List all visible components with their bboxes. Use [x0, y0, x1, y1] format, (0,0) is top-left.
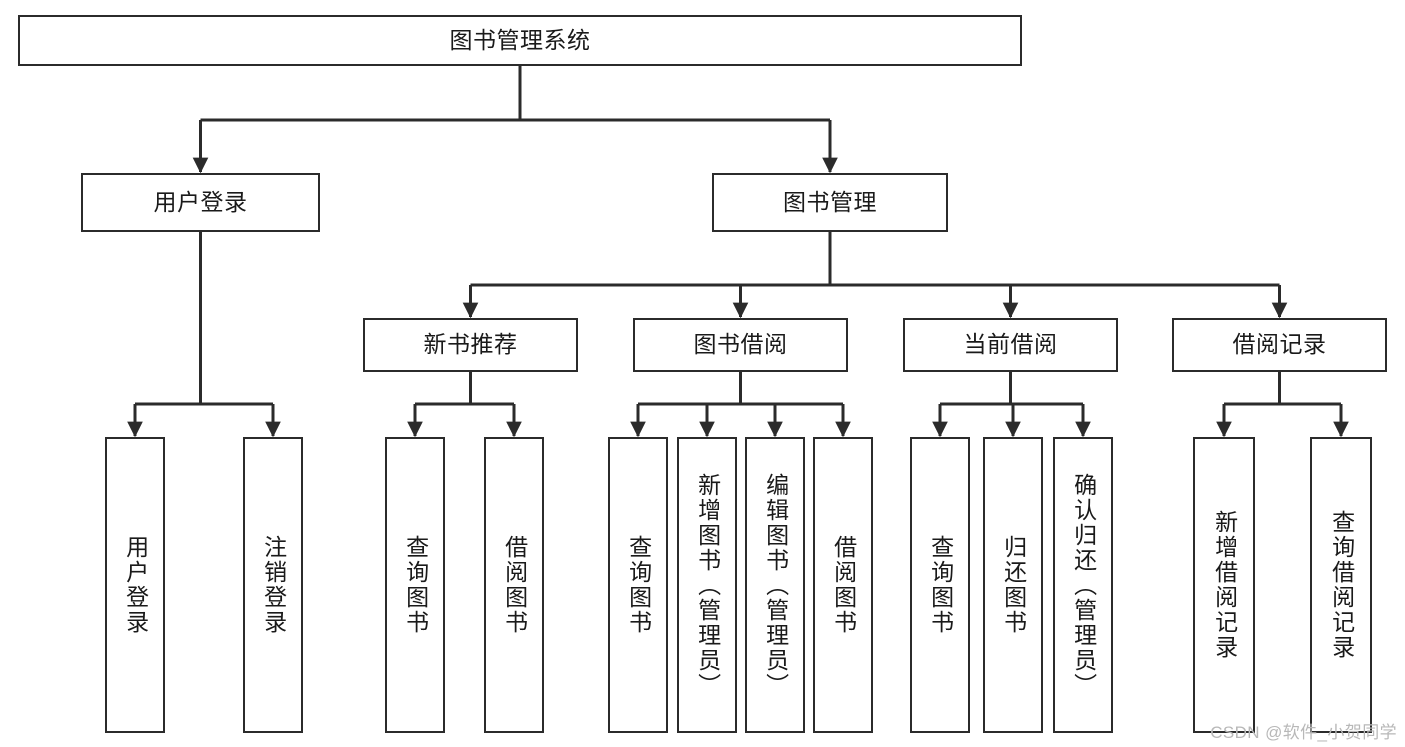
node-root[interactable]: 图书管理系统: [18, 15, 1022, 66]
node-leaf-query-book-recommend[interactable]: 查询图书: [385, 437, 445, 733]
node-leaf-confirm-return-label: 确认归还（管理员）: [1070, 472, 1097, 698]
node-leaf-edit-book[interactable]: 编辑图书（管理员）: [745, 437, 805, 733]
node-leaf-return-book[interactable]: 归还图书: [983, 437, 1043, 733]
node-root-label: 图书管理系统: [449, 26, 591, 53]
node-user-login-label: 用户登录: [153, 188, 248, 215]
node-leaf-add-book[interactable]: 新增图书（管理员）: [677, 437, 737, 733]
node-borrow-record-label: 借阅记录: [1232, 331, 1327, 358]
node-leaf-user-logout-label: 注销登录: [260, 535, 287, 635]
node-book-borrow[interactable]: 图书借阅: [633, 318, 848, 372]
node-current-borrow[interactable]: 当前借阅: [903, 318, 1118, 372]
node-leaf-confirm-return[interactable]: 确认归还（管理员）: [1053, 437, 1113, 733]
node-leaf-query-book-current-label: 查询图书: [927, 535, 954, 635]
node-book-management[interactable]: 图书管理: [712, 173, 948, 232]
node-leaf-query-book-borrow-label: 查询图书: [625, 535, 652, 635]
node-book-borrow-label: 图书借阅: [693, 331, 788, 358]
node-leaf-borrow-book-label: 借阅图书: [830, 535, 857, 635]
node-leaf-edit-book-label: 编辑图书（管理员）: [762, 472, 789, 698]
node-leaf-add-book-label: 新增图书（管理员）: [694, 472, 721, 698]
node-new-book-recommend[interactable]: 新书推荐: [363, 318, 578, 372]
node-leaf-return-book-label: 归还图书: [1000, 535, 1027, 635]
node-leaf-borrow-book-recommend[interactable]: 借阅图书: [484, 437, 544, 733]
node-leaf-add-borrow-record[interactable]: 新增借阅记录: [1193, 437, 1255, 733]
node-user-login[interactable]: 用户登录: [81, 173, 320, 232]
node-leaf-add-borrow-record-label: 新增借阅记录: [1211, 510, 1238, 660]
node-leaf-query-book-current[interactable]: 查询图书: [910, 437, 970, 733]
node-book-management-label: 图书管理: [783, 188, 877, 215]
node-leaf-user-logout[interactable]: 注销登录: [243, 437, 303, 733]
node-leaf-query-book-recommend-label: 查询图书: [402, 535, 429, 635]
node-leaf-user-login[interactable]: 用户登录: [105, 437, 165, 733]
node-leaf-borrow-book-recommend-label: 借阅图书: [501, 535, 528, 635]
node-leaf-query-book-borrow[interactable]: 查询图书: [608, 437, 668, 733]
node-new-book-recommend-label: 新书推荐: [423, 331, 518, 358]
node-leaf-query-borrow-record[interactable]: 查询借阅记录: [1310, 437, 1372, 733]
node-leaf-query-borrow-record-label: 查询借阅记录: [1328, 510, 1355, 660]
node-leaf-borrow-book[interactable]: 借阅图书: [813, 437, 873, 733]
csdn-watermark: CSDN @软件_小贺同学: [1210, 723, 1397, 742]
node-current-borrow-label: 当前借阅: [963, 331, 1058, 358]
node-leaf-user-login-label: 用户登录: [122, 535, 149, 635]
node-borrow-record[interactable]: 借阅记录: [1172, 318, 1387, 372]
